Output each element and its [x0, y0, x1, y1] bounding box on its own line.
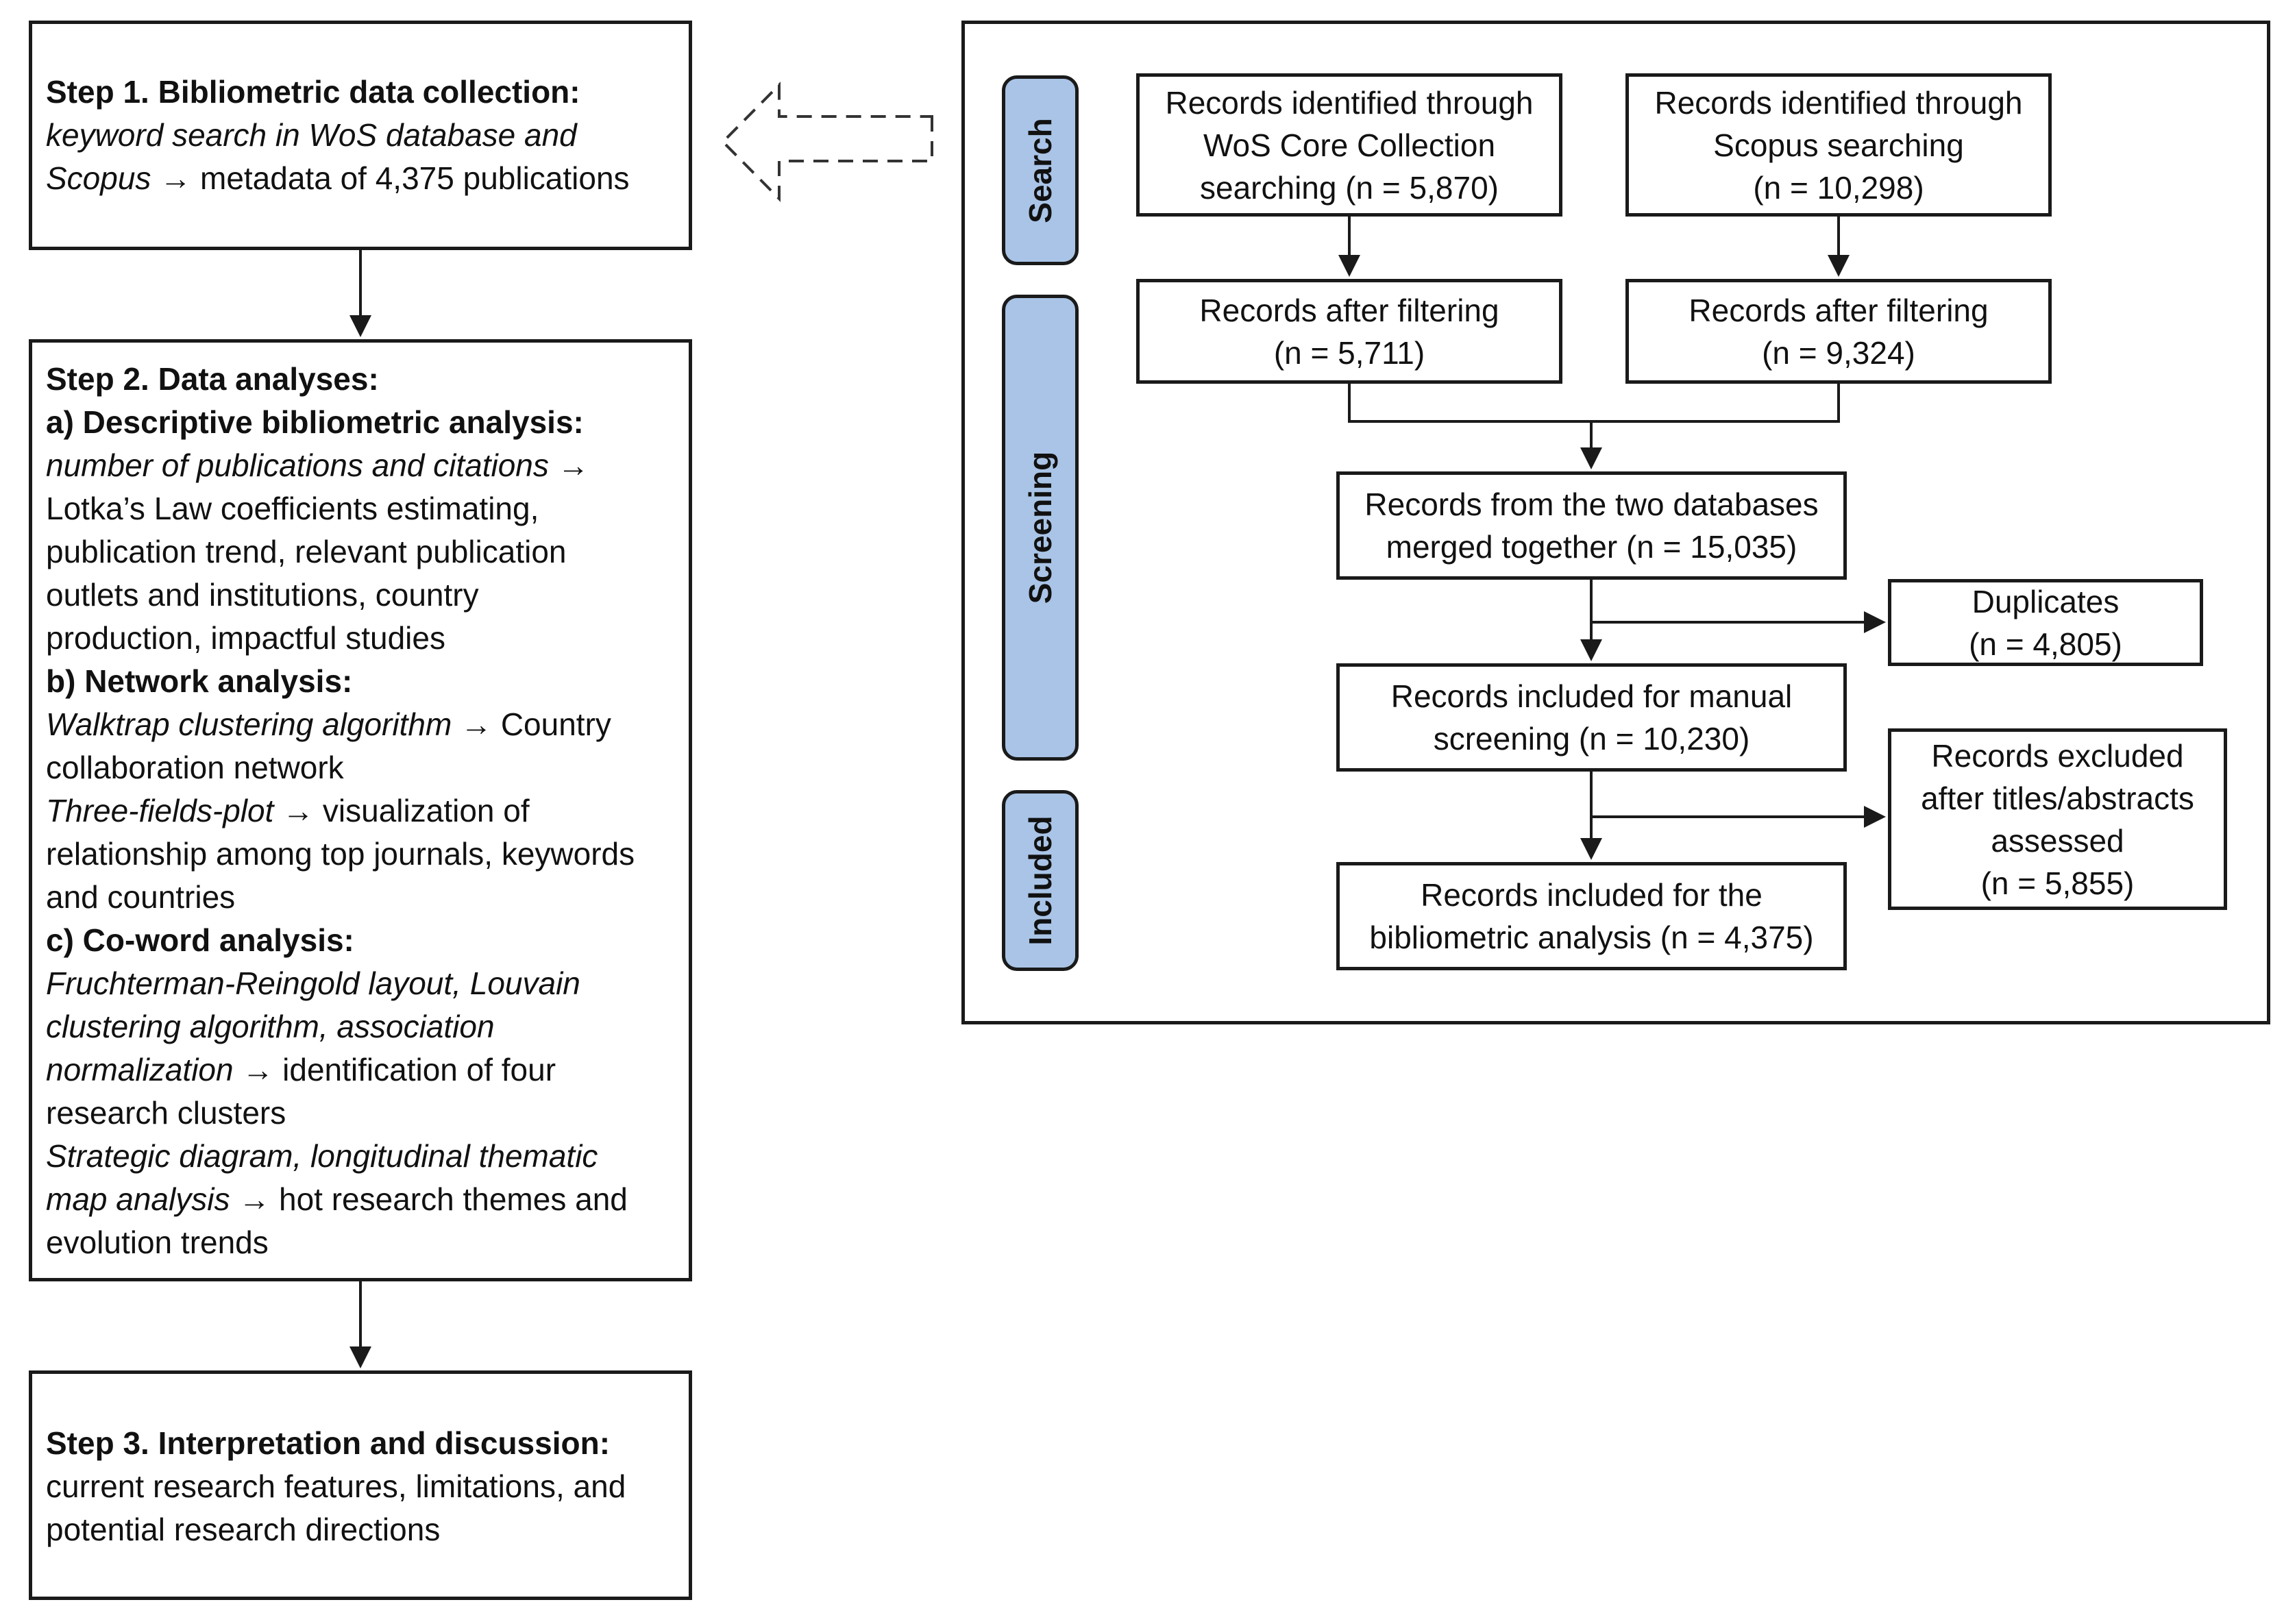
- dashed-link-arrow: [721, 82, 933, 202]
- step2-b-result2: → visualization of: [273, 793, 530, 828]
- excluded-records-l3: assessed: [1991, 822, 2124, 859]
- final-records-box: Records included for the bibliometric an…: [1336, 862, 1847, 970]
- step2-c-line7: evolution trends: [46, 1225, 269, 1260]
- step2-a-method: number of publications and citations: [46, 447, 549, 483]
- manual-screening-box: Records included for manual screening (n…: [1336, 663, 1847, 772]
- merge-bracket: [1348, 384, 1840, 423]
- step2-box: Step 2. Data analyses: a) Descriptive bi…: [29, 339, 692, 1281]
- step2-c-method-l3: normalization: [46, 1052, 234, 1087]
- scopus-records-l3: (n = 10,298): [1753, 169, 1924, 206]
- manual-screening-l2: screening (n = 10,230): [1433, 721, 1750, 756]
- step3-line2: current research features, limitations, …: [46, 1468, 626, 1504]
- step2-b-line4: relationship among top journals, keyword…: [46, 836, 635, 872]
- step3-line3: potential research directions: [46, 1512, 441, 1547]
- scopus-filtered-l1: Records after filtering: [1689, 292, 1989, 328]
- step1-result: → metadata of 4,375 publications: [151, 160, 630, 196]
- step2-title: Step 2. Data analyses:: [46, 361, 379, 397]
- merged-records-box: Records from the two databases merged to…: [1336, 471, 1847, 580]
- step2-a-arrow: →: [548, 447, 589, 483]
- step1-title: Step 1. Bibliometric data collection:: [46, 74, 580, 110]
- excluded-records-l1: Records excluded: [1931, 737, 2184, 774]
- stage-search: Search: [1002, 75, 1079, 265]
- stage-screening: Screening: [1002, 295, 1079, 761]
- wos-records-box: Records identified through WoS Core Coll…: [1136, 73, 1562, 217]
- step2-c-method2-l2: map analysis: [46, 1181, 230, 1217]
- merged-records-l1: Records from the two databases: [1364, 487, 1819, 522]
- duplicates-l2: (n = 4,805): [1969, 626, 2122, 662]
- step2-b-result: → Country: [452, 706, 611, 742]
- step2-b-heading: b) Network analysis:: [46, 663, 353, 699]
- step2-a-heading: a) Descriptive bibliometric analysis:: [46, 404, 584, 440]
- scopus-filtered-box: Records after filtering (n = 9,324): [1625, 279, 2052, 384]
- excluded-records-box: Records excluded after titles/abstracts …: [1888, 728, 2227, 910]
- step3-box: Step 3. Interpretation and discussion: c…: [29, 1370, 692, 1600]
- wos-filtered-box: Records after filtering (n = 5,711): [1136, 279, 1562, 384]
- step2-a-line2: Lotka’s Law coefficients estimating,: [46, 491, 539, 526]
- step1-box: Step 1. Bibliometric data collection: ke…: [29, 21, 692, 250]
- step2-c-method2-l1: Strategic diagram, longitudinal thematic: [46, 1138, 598, 1174]
- excluded-records-l2: after titles/abstracts: [1921, 780, 2194, 816]
- step1-method: keyword search in WoS database and: [46, 117, 577, 153]
- step3-title: Step 3. Interpretation and discussion:: [46, 1425, 611, 1461]
- step2-b-line5: and countries: [46, 879, 236, 915]
- step2-b-method2: Three-fields-plot: [46, 793, 274, 828]
- scopus-filtered-l2: (n = 9,324): [1762, 334, 1915, 371]
- wos-filtered-l2: (n = 5,711): [1273, 334, 1425, 371]
- stage-included: Included: [1002, 790, 1079, 971]
- step2-c-method-l1: Fruchterman-Reingold layout, Louvain: [46, 965, 580, 1001]
- wos-filtered-l1: Records after filtering: [1199, 292, 1499, 328]
- step2-b-method: Walktrap clustering algorithm: [46, 706, 452, 742]
- step2-c-heading: c) Co-word analysis:: [46, 922, 354, 958]
- scopus-records-l1: Records identified through: [1654, 84, 2023, 121]
- step2-b-line2: collaboration network: [46, 750, 344, 785]
- final-records-l2: bibliometric analysis (n = 4,375): [1369, 920, 1814, 955]
- step2-a-line3: publication trend, relevant publication: [46, 534, 567, 569]
- step2-c-method-l2: clustering algorithm, association: [46, 1009, 495, 1044]
- scopus-records-l2: Scopus searching: [1713, 127, 1964, 163]
- excluded-records-l4: (n = 5,855): [1980, 865, 2135, 901]
- step2-c-result: → identification of four: [233, 1052, 556, 1087]
- wos-records-l2: WoS Core Collection: [1203, 127, 1496, 163]
- step2-c-line4: research clusters: [46, 1095, 286, 1131]
- wos-records-l1: Records identified through: [1165, 84, 1534, 121]
- final-records-l1: Records included for the: [1421, 877, 1763, 913]
- step2-a-line5: production, impactful studies: [46, 620, 445, 656]
- step2-c-result2: → hot research themes and: [230, 1181, 628, 1217]
- step2-a-line4: outlets and institutions, country: [46, 577, 479, 613]
- manual-screening-l1: Records included for manual: [1390, 678, 1793, 714]
- merged-records-l2: merged together (n = 15,035): [1386, 529, 1797, 565]
- wos-records-l3: searching (n = 5,870): [1200, 169, 1499, 206]
- duplicates-box: Duplicates (n = 4,805): [1888, 579, 2203, 666]
- duplicates-l1: Duplicates: [1972, 583, 2120, 619]
- scopus-records-box: Records identified through Scopus search…: [1625, 73, 2052, 217]
- step1-method-cont: Scopus: [46, 160, 151, 196]
